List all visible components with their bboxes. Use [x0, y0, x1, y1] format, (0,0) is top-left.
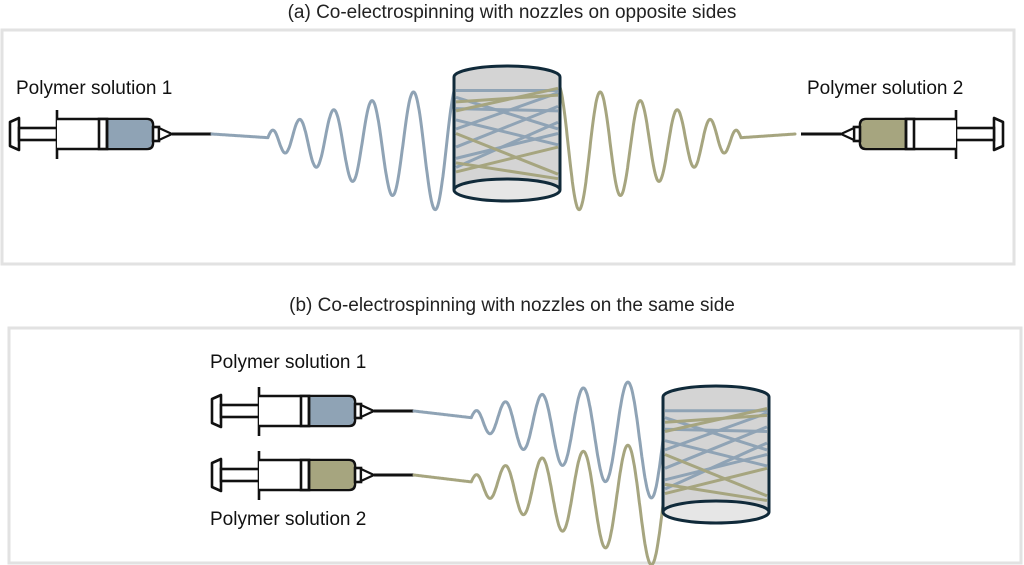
- plunger-cap: [8, 116, 21, 152]
- plunger-cap: [992, 116, 1005, 152]
- label-polymer-solution-2-b: Polymer solution 2: [210, 509, 367, 530]
- syringe-fluid: [310, 461, 354, 489]
- jet-solution-1-b: [412, 380, 665, 500]
- fiber-solution-2: [664, 413, 768, 424]
- collector-drum-a: [452, 64, 562, 203]
- fiber-solution-1: [664, 416, 768, 452]
- label-polymer-solution-1-b: Polymer solution 1: [210, 352, 367, 373]
- jet-solution-1-a: [210, 85, 457, 212]
- fiber-solution-2: [455, 145, 559, 174]
- drum-top-edge: [661, 384, 771, 398]
- plunger-cap: [210, 457, 223, 493]
- fiber-solution-1: [455, 120, 559, 169]
- needle-tip: [359, 467, 376, 483]
- fiber-solution-1: [664, 441, 768, 491]
- fiber-solution-1: [455, 95, 559, 131]
- fiber-solution-2: [664, 453, 768, 498]
- fiber-solution-2: [664, 466, 768, 496]
- jet-solution-2-b: [412, 443, 665, 565]
- plunger-cap: [210, 393, 223, 429]
- syringe-fluid: [861, 120, 905, 148]
- panel-a-title: (a) Co-electrospinning with nozzles on o…: [287, 2, 737, 23]
- syringe-fluid: [108, 120, 152, 148]
- fiber-solution-2: [455, 161, 559, 181]
- drum-bottom: [661, 499, 771, 525]
- needle-tip: [359, 403, 376, 419]
- syringe-solution-2-a: [801, 110, 1005, 159]
- drum-top-edge: [452, 64, 562, 78]
- fiber-solution-2: [664, 482, 768, 502]
- fiber-solution-1: [664, 439, 768, 468]
- panel-b-title: (b) Co-electrospinning with nozzles on t…: [289, 295, 735, 316]
- fiber-solution-1: [455, 118, 559, 147]
- syringe-solution-1-a: [8, 110, 212, 159]
- collector-drum-b: [661, 384, 771, 525]
- fiber-solution-2: [455, 132, 559, 176]
- syringe-fluid: [310, 397, 354, 425]
- needle-tip: [839, 126, 856, 142]
- syringe-solution-1-b: [210, 387, 414, 436]
- drum-bottom: [452, 177, 562, 203]
- fiber-solution-2: [455, 93, 559, 104]
- label-polymer-solution-2-a: Polymer solution 2: [807, 78, 964, 99]
- label-polymer-solution-1-a: Polymer solution 1: [16, 78, 173, 99]
- jet-solution-2-a: [558, 85, 797, 212]
- needle-tip: [157, 126, 174, 142]
- panel-b-frame: [7, 326, 1023, 565]
- syringe-solution-2-b: [210, 451, 414, 500]
